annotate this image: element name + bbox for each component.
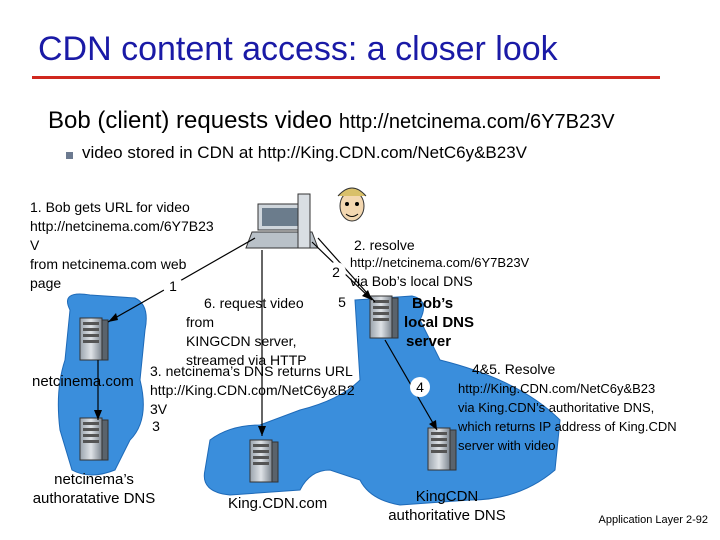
bullet-text: video stored in CDN at http://King.CDN.c…: [82, 143, 528, 162]
footer-page-label: Application Layer 2-92: [598, 514, 708, 526]
step-3-text: 3. netcinema’s DNS returns URL http://Ki…: [150, 363, 355, 417]
subtitle-url: http://netcinema.com/6Y7B23V: [338, 111, 615, 133]
kingcdn-dns-label: KingCDN authoritative DNS: [388, 488, 506, 524]
arrow-step-5: [317, 237, 376, 303]
slide-title: CDN content access: a closer look: [38, 30, 558, 68]
netcinema-server-icon: [79, 317, 109, 361]
step-45-text: 4&5. Resolve http://King.CDN.com/NetC6y&…: [458, 361, 677, 453]
kingcdn-label: King.CDN.com: [228, 495, 328, 512]
subtitle: Bob (client) requests video http://netci…: [48, 107, 615, 135]
bob-local-dns-label: Bob’s local DNS server: [404, 295, 475, 350]
step-marker-2: 2: [326, 262, 346, 282]
bob-person-icon: [337, 187, 367, 222]
step-marker-5: 5: [332, 292, 352, 312]
subtitle-lead: Bob (client) requests video: [48, 107, 333, 134]
netcinema-label: netcinema.com: [32, 373, 134, 390]
step-marker-1: 1: [163, 276, 183, 296]
bob-local-dns-server-icon: [369, 295, 399, 339]
step-marker-4: 4: [410, 377, 430, 397]
netcinema-dns-server-icon: [79, 417, 109, 461]
kingcdn-dns-server-icon: [427, 427, 457, 471]
step-marker-3: 3: [146, 416, 166, 436]
kingcdn-server-icon: [249, 439, 279, 483]
kingcdn-region: [203, 295, 561, 506]
netcinema-dns-label: netcinema’s authoratative DNS: [32, 471, 156, 507]
bullet-square-icon: [66, 152, 73, 159]
step-1-text: 1. Bob gets URL for video http://netcine…: [30, 199, 214, 291]
step-2-text: 2. resolve http://netcinema.com/6Y7B23V …: [350, 237, 530, 289]
title-underline: [32, 76, 660, 79]
step-6-text: 6. request video from KINGCDN server, st…: [186, 295, 307, 368]
bob-computer-icon: [245, 193, 319, 249]
